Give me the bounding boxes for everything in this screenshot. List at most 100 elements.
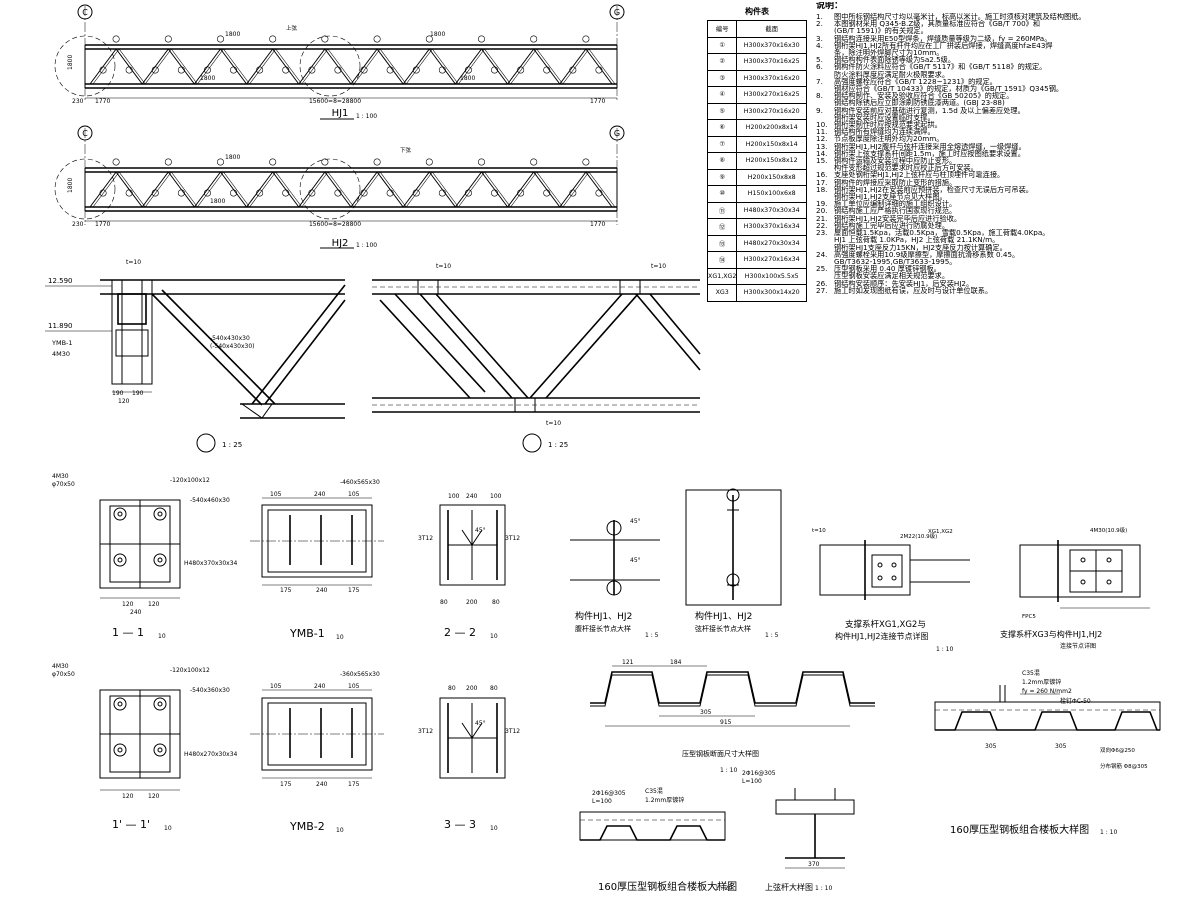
note-t10-bottom: t=10 <box>546 420 561 427</box>
table-cell-id: ⑧ <box>706 152 738 170</box>
note-number: 15. <box>816 157 828 165</box>
member-mark <box>125 66 133 74</box>
web-member-edge <box>327 171 355 208</box>
subtitle-brace-b: 连接节点详图 <box>1060 642 1096 650</box>
table-cell-section: H300x300x14x20 <box>736 284 807 302</box>
note-h480-a: H480x370x30x34 <box>184 560 238 567</box>
note-45deg-b: 45° <box>475 720 486 727</box>
note-number: 2. <box>816 20 823 28</box>
note-plate-120-b: -120x100x12 <box>170 667 210 674</box>
member-mark <box>217 158 225 166</box>
slab-detail-right: C35混 1.2mm厚镀锌 fy = 260 N/mm2 栓钉ΦC-50 双向Φ… <box>934 669 1161 836</box>
detail-bubble-b <box>522 433 542 453</box>
title-section-2-2: 2 — 2 <box>444 626 476 639</box>
web-member-edge <box>275 48 303 85</box>
list-item: 钢桁架HJ1支座反力15KN，HJ2支座反力按计算确定。 <box>816 244 1198 251</box>
member-mark <box>151 66 159 74</box>
list-item: 3.钢结构连接采用E50型焊条，焊缝质量等级为二级，fy = 260MPa。 <box>816 35 1198 42</box>
member-mark <box>230 189 238 197</box>
note-number: 16. <box>816 171 828 179</box>
anchor-bolt-core <box>117 511 123 517</box>
note-number: 25. <box>816 265 828 273</box>
dim-panel-bottom2: 1800 <box>460 75 475 82</box>
member-mark <box>595 66 603 74</box>
list-item: 17.钢构件的焊接应采取防止变形的措施。 <box>816 179 1198 186</box>
list-item: HJ1 上弦荷载 1.0KPa，HJ2 上弦荷载 21.1KN/m。 <box>816 236 1198 243</box>
note-number <box>816 85 834 92</box>
note-bar-bottom: 2Φ16@305 <box>592 790 626 797</box>
note-t10-top2: t=10 <box>651 263 666 270</box>
note-4m30-b: 4M30 <box>52 663 69 670</box>
note-3t12-a: 3T12 <box>418 535 433 542</box>
dim-sec11-120: 120 <box>122 601 134 608</box>
note-bar-mid: 2Φ16@305 <box>742 770 776 777</box>
title-upper-chord: 上弦杆大样图 <box>765 882 813 892</box>
note-plate-1: -540x430x30 <box>210 335 250 342</box>
label-ymb1: YMB-1 <box>51 339 73 347</box>
detail-callout-left <box>54 35 116 97</box>
dim-span-2: 15600=8=28800 <box>309 221 361 228</box>
note-text: 高强度螺栓应符合《GB/T 1228~1231》的规定。 <box>834 77 997 86</box>
note-number: 21. <box>816 214 828 222</box>
web-member-edge <box>301 171 329 208</box>
web-member-edge <box>144 48 172 85</box>
note-t10-top: t=10 <box>436 263 451 270</box>
note-number: 22. <box>816 221 828 230</box>
list-item: 16.支座处钢桁架HJ1,HJ2上弦杆应与柱顶埋件可靠连接。 <box>816 171 1198 178</box>
member-mark <box>386 189 394 197</box>
dim-s22-100b: 100 <box>490 493 502 500</box>
member-mark <box>543 66 551 74</box>
note-text: 钢桁架制作时应按规范要求起拱。 <box>834 121 942 129</box>
web-member-edge <box>118 171 146 208</box>
list-item: 压型钢板安装应满足相关规范要求。 <box>816 272 1198 279</box>
member-mark <box>203 189 211 197</box>
dim-s33-200: 200 <box>466 685 478 692</box>
note-text: 钢结构除锈后应立即涂刷防锈底漆两道。(GBJ 23-88) <box>834 99 1005 107</box>
dim-ymb2-175b: 175 <box>348 781 360 788</box>
note-text: GB/T3632-1995,GB/T3633-1995。 <box>834 257 957 266</box>
table-cell-section: H480x270x30x34 <box>736 234 807 252</box>
note-number: 1. <box>816 13 823 21</box>
note-h480-b: H480x270x30x34 <box>184 751 238 758</box>
web-member-edge <box>536 48 564 85</box>
anchor-bolt <box>153 507 167 521</box>
table-cell-id: XG1,XG2 <box>706 267 738 285</box>
member-mark <box>595 189 603 197</box>
web-member-edge <box>353 171 381 208</box>
table-cell-section: H300x270x16x20 <box>736 102 807 120</box>
list-item: (GB/T 1591)》的有关规定。 <box>816 27 1198 34</box>
scale-sec11: 10 <box>158 633 166 640</box>
list-item: 5.钢结构构件表面除锈等级为Sa2.5级。 <box>816 56 1198 63</box>
dim-ymb2-240: 240 <box>314 683 326 690</box>
title-deck-profile: 压型钢板断面尺寸大样图 <box>682 749 759 758</box>
title-brace-a: 支撑系杆XG1,XG2与 <box>845 619 926 630</box>
note-text: HJ1 上弦荷载 1.0KPa，HJ2 上弦荷载 21.1KN/m。 <box>834 236 1000 244</box>
list-item: 24.高强度螺栓采用10.9级摩擦型，摩擦面抗滑移系数 0.45。 <box>816 251 1198 258</box>
label-top-chord: 上弦 <box>286 24 298 32</box>
list-item: 19.施工单位应编制详细的施工组织设计。 <box>816 200 1198 207</box>
scale-slab-bottom: 1 : 20 <box>715 885 732 892</box>
table-cell-section: H200x150x8x12 <box>736 152 807 170</box>
member-mark <box>99 66 107 74</box>
member-mark <box>203 66 211 74</box>
dim-s22-100: 100 <box>448 493 460 500</box>
web-member <box>428 48 456 85</box>
note-number: 6. <box>816 63 823 71</box>
note-number: 12. <box>816 135 828 143</box>
note-45deg-a: 45° <box>475 527 486 534</box>
web-member <box>428 171 456 208</box>
axis-bubble-left <box>77 4 93 20</box>
scale-splice-a: 1 : 5 <box>645 632 659 639</box>
web-member <box>376 171 404 208</box>
note-c35-bottom: C35混 <box>645 787 663 795</box>
web-member-edge <box>223 171 250 208</box>
subtitle-splice-b: 弦杆接长节点大样 <box>695 624 751 633</box>
note-number: 24. <box>816 250 828 258</box>
list-item: 钢桁架安装时应设置临时支撑。 <box>816 114 1198 121</box>
table-cell-section: H300x100x5.5x5 <box>736 267 807 285</box>
